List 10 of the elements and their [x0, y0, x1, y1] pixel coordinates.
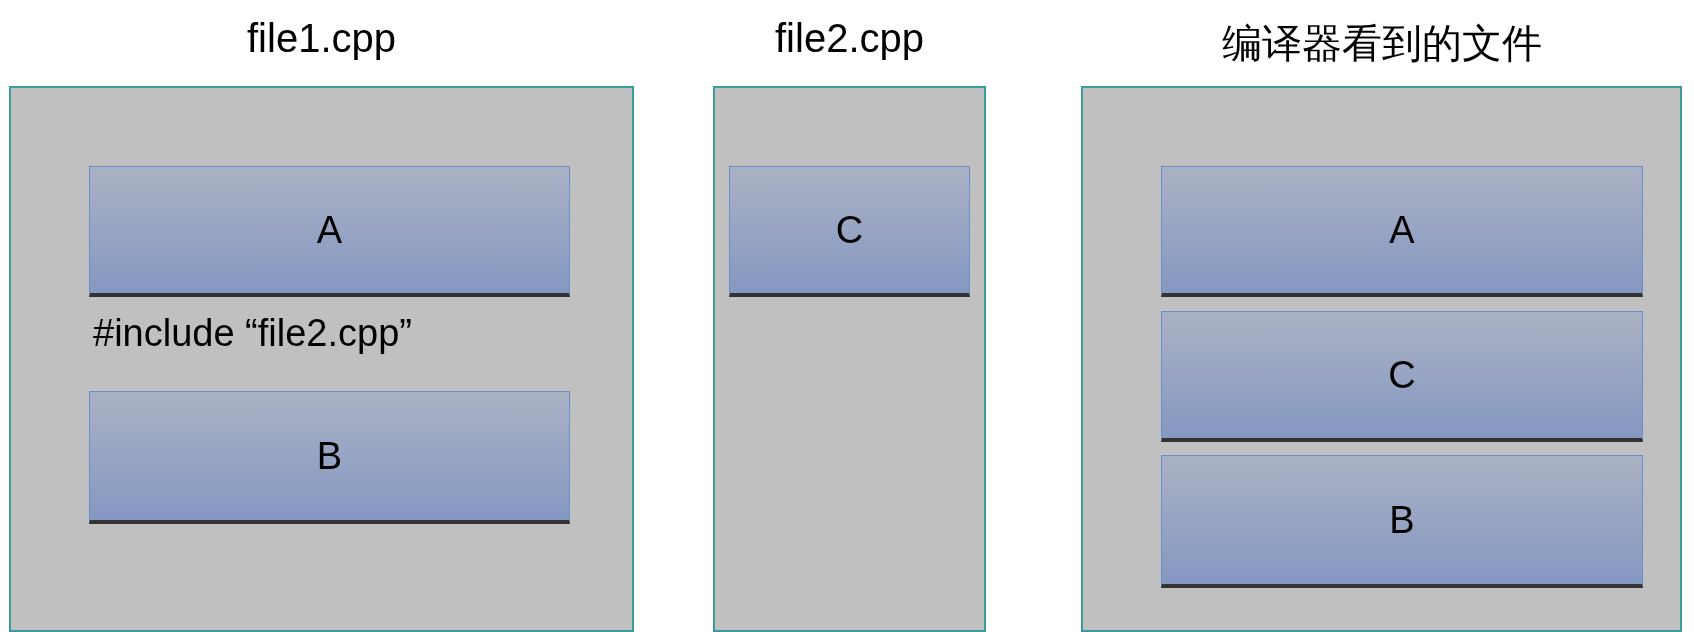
include-directive: #include “file2.cpp” — [93, 312, 412, 355]
code-block: C — [729, 166, 970, 297]
panel-title: 编译器看到的文件 — [1221, 20, 1542, 67]
code-block: B — [89, 391, 570, 524]
code-block: B — [1161, 455, 1643, 588]
code-block: A — [1161, 166, 1643, 297]
panel-title: file2.cpp — [775, 16, 924, 61]
code-block: C — [1161, 311, 1643, 442]
panel-title: file1.cpp — [247, 16, 396, 61]
code-block: A — [89, 166, 570, 297]
